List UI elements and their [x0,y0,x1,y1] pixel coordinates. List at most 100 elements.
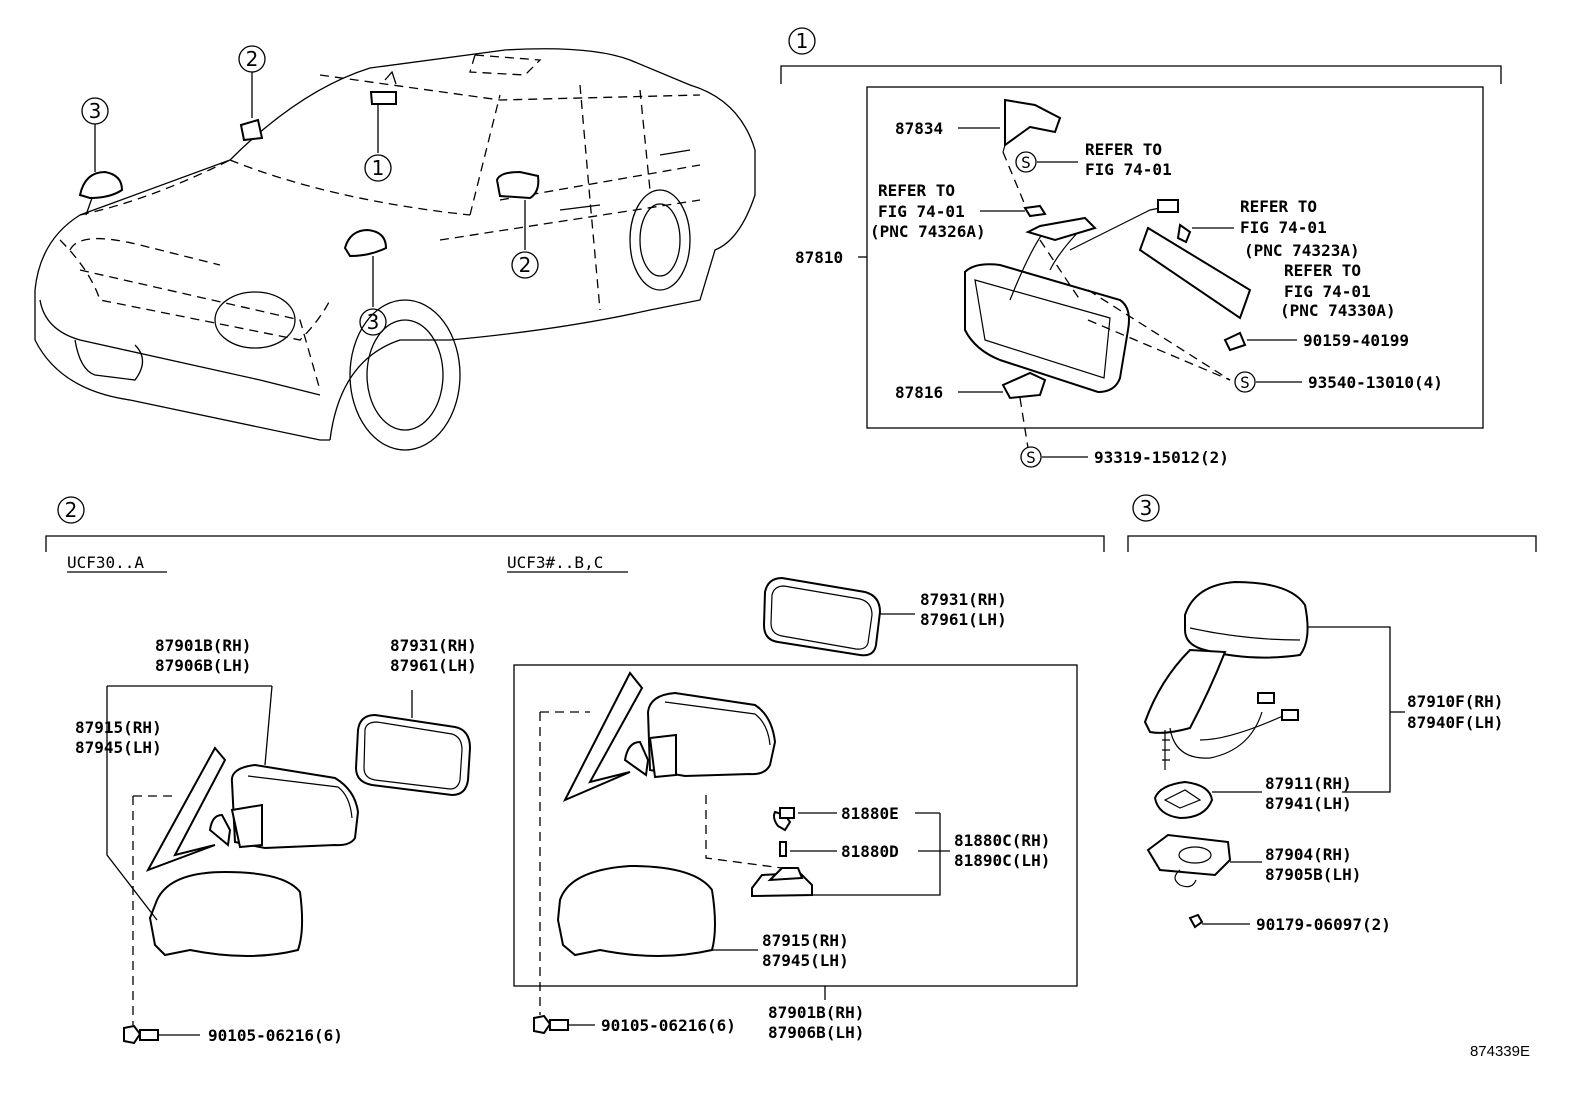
svg-text:90105-06216(6): 90105-06216(6) [208,1026,343,1045]
label-b-81880e: 81880E [841,804,899,823]
svg-text:87915(RH): 87915(RH) [762,931,849,950]
section-3-leaders [1202,626,1405,925]
svg-text:2: 2 [65,498,78,522]
car-leaders [94,72,526,307]
svg-text:87905B(LH): 87905B(LH) [1265,865,1361,884]
svg-text:UCF30..A: UCF30..A [67,553,144,572]
variant-ucf3x-bc: UCF3#..B,C [507,553,628,573]
svg-text:87906B(LH): 87906B(LH) [155,656,251,675]
svg-text:81880C(RH): 81880C(RH) [954,831,1050,850]
svg-text:3: 3 [89,99,102,123]
label-87911: 87911(RH) 87941(LH) [1265,774,1352,813]
svg-text:87816: 87816 [895,383,943,402]
svg-text:87810: 87810 [795,248,843,267]
label-87834: 87834 [895,119,1000,138]
refer-to-fig-b: REFER TO FIG 74-01 (PNC 74326A) [870,181,1025,241]
section-1-dashes [1002,151,1231,449]
svg-text:1: 1 [796,29,809,53]
svg-text:93319-15012(2): 93319-15012(2) [1094,448,1229,467]
svg-text:87931(RH): 87931(RH) [390,636,477,655]
svg-text:87915(RH): 87915(RH) [75,718,162,737]
svg-text:(PNC 74326A): (PNC 74326A) [870,222,986,241]
label-a-87901: 87901B(RH) 87906B(LH) [155,636,251,675]
svg-text:FIG 74-01: FIG 74-01 [1284,282,1371,301]
svg-text:87945(LH): 87945(LH) [75,738,162,757]
refer-to-fig-d: REFER TO FIG 74-01 (PNC 74330A) [1280,261,1396,320]
outer-mirror-a [145,713,472,957]
label-93540-13010: S 93540-13010(4) [1234,371,1443,393]
label-87910: 87910F(RH) 87940F(LH) [1407,692,1503,732]
svg-text:87945(LH): 87945(LH) [762,951,849,970]
svg-text:(PNC 74330A): (PNC 74330A) [1280,301,1396,320]
svg-text:87901B(RH): 87901B(RH) [768,1003,864,1022]
bolt-a [123,1024,159,1045]
svg-text:2: 2 [246,47,259,71]
svg-text:87940F(LH): 87940F(LH) [1407,713,1503,732]
svg-text:87904(RH): 87904(RH) [1265,845,1352,864]
svg-text:90179-06097(2): 90179-06097(2) [1256,915,1391,934]
svg-text:87906B(LH): 87906B(LH) [768,1023,864,1042]
svg-text:87834: 87834 [895,119,943,138]
svg-text:90159-40199: 90159-40199 [1303,331,1409,350]
svg-text:REFER TO: REFER TO [1284,261,1361,280]
svg-text:S: S [1240,373,1250,392]
section-2b-leaders [539,613,950,1026]
label-a-87931: 87931(RH) 87961(LH) [390,636,477,675]
svg-text:FIG 74-01: FIG 74-01 [1085,160,1172,179]
car-callout-2a: 2 [238,45,266,73]
label-87904: 87904(RH) 87905B(LH) [1265,845,1361,884]
svg-text:81890C(LH): 81890C(LH) [954,851,1050,870]
car-callout-1: 1 [364,154,392,182]
variant-ucf30-a: UCF30..A [67,553,167,573]
svg-text:87941(LH): 87941(LH) [1265,794,1352,813]
svg-text:81880D: 81880D [841,842,899,861]
svg-text:3: 3 [367,310,380,334]
car-illustration [34,48,756,451]
inner-mirror-assembly [964,98,1252,400]
svg-text:87911(RH): 87911(RH) [1265,774,1352,793]
label-90179: 90179-06097(2) [1256,915,1391,934]
svg-text:81880E: 81880E [841,804,899,823]
svg-text:(PNC 74323A): (PNC 74323A) [1244,241,1360,260]
svg-text:FIG 74-01: FIG 74-01 [1240,218,1327,237]
label-a-bolt: 90105-06216(6) [208,1026,343,1045]
svg-text:3: 3 [1140,496,1153,520]
svg-text:REFER TO: REFER TO [1085,140,1162,159]
figure-id: 874339E [1470,1043,1530,1060]
section-2a-leaders [106,685,413,1036]
bolt-b [533,1014,569,1035]
section-3-header: 3 [1127,494,1537,552]
svg-text:93540-13010(4): 93540-13010(4) [1308,373,1443,392]
label-b-87901: 87901B(RH) 87906B(LH) [768,1003,864,1042]
label-b-87915: 87915(RH) 87945(LH) [762,931,849,970]
section-2b-frame [513,664,1078,987]
svg-text:87910F(RH): 87910F(RH) [1407,692,1503,711]
section-2-header: 2 [45,496,1105,552]
section-1-header: 1 [780,27,1502,84]
svg-text:REFER TO: REFER TO [1240,197,1317,216]
refer-to-fig-c: REFER TO FIG 74-01 (PNC 74323A) [1192,197,1360,260]
label-a-87915: 87915(RH) 87945(LH) [75,718,162,757]
label-b-87931: 87931(RH) 87961(LH) [920,590,1007,629]
svg-text:87931(RH): 87931(RH) [920,590,1007,609]
svg-text:87901B(RH): 87901B(RH) [155,636,251,655]
label-b-bolt: 90105-06216(6) [601,1016,736,1035]
label-87810: 87810 [795,248,867,267]
label-87816: 87816 [895,383,1003,402]
label-90159-40199: 90159-40199 [1247,331,1409,350]
car-callout-2b: 2 [511,251,539,279]
label-b-81880d: 81880D [841,842,899,861]
label-b-81880c: 81880C(RH) 81890C(LH) [954,831,1050,870]
svg-text:REFER TO: REFER TO [878,181,955,200]
svg-text:90105-06216(6): 90105-06216(6) [601,1016,736,1035]
svg-text:2: 2 [519,253,532,277]
svg-text:UCF3#..B,C: UCF3#..B,C [507,553,603,572]
svg-text:1: 1 [372,156,385,180]
s-symbol-1: S [1015,151,1078,173]
svg-text:FIG 74-01: FIG 74-01 [878,202,965,221]
car-callout-3a: 3 [81,97,109,125]
svg-text:S: S [1021,153,1031,172]
label-93319-15012: S 93319-15012(2) [1020,446,1229,468]
svg-text:87961(LH): 87961(LH) [920,610,1007,629]
svg-text:87961(LH): 87961(LH) [390,656,477,675]
